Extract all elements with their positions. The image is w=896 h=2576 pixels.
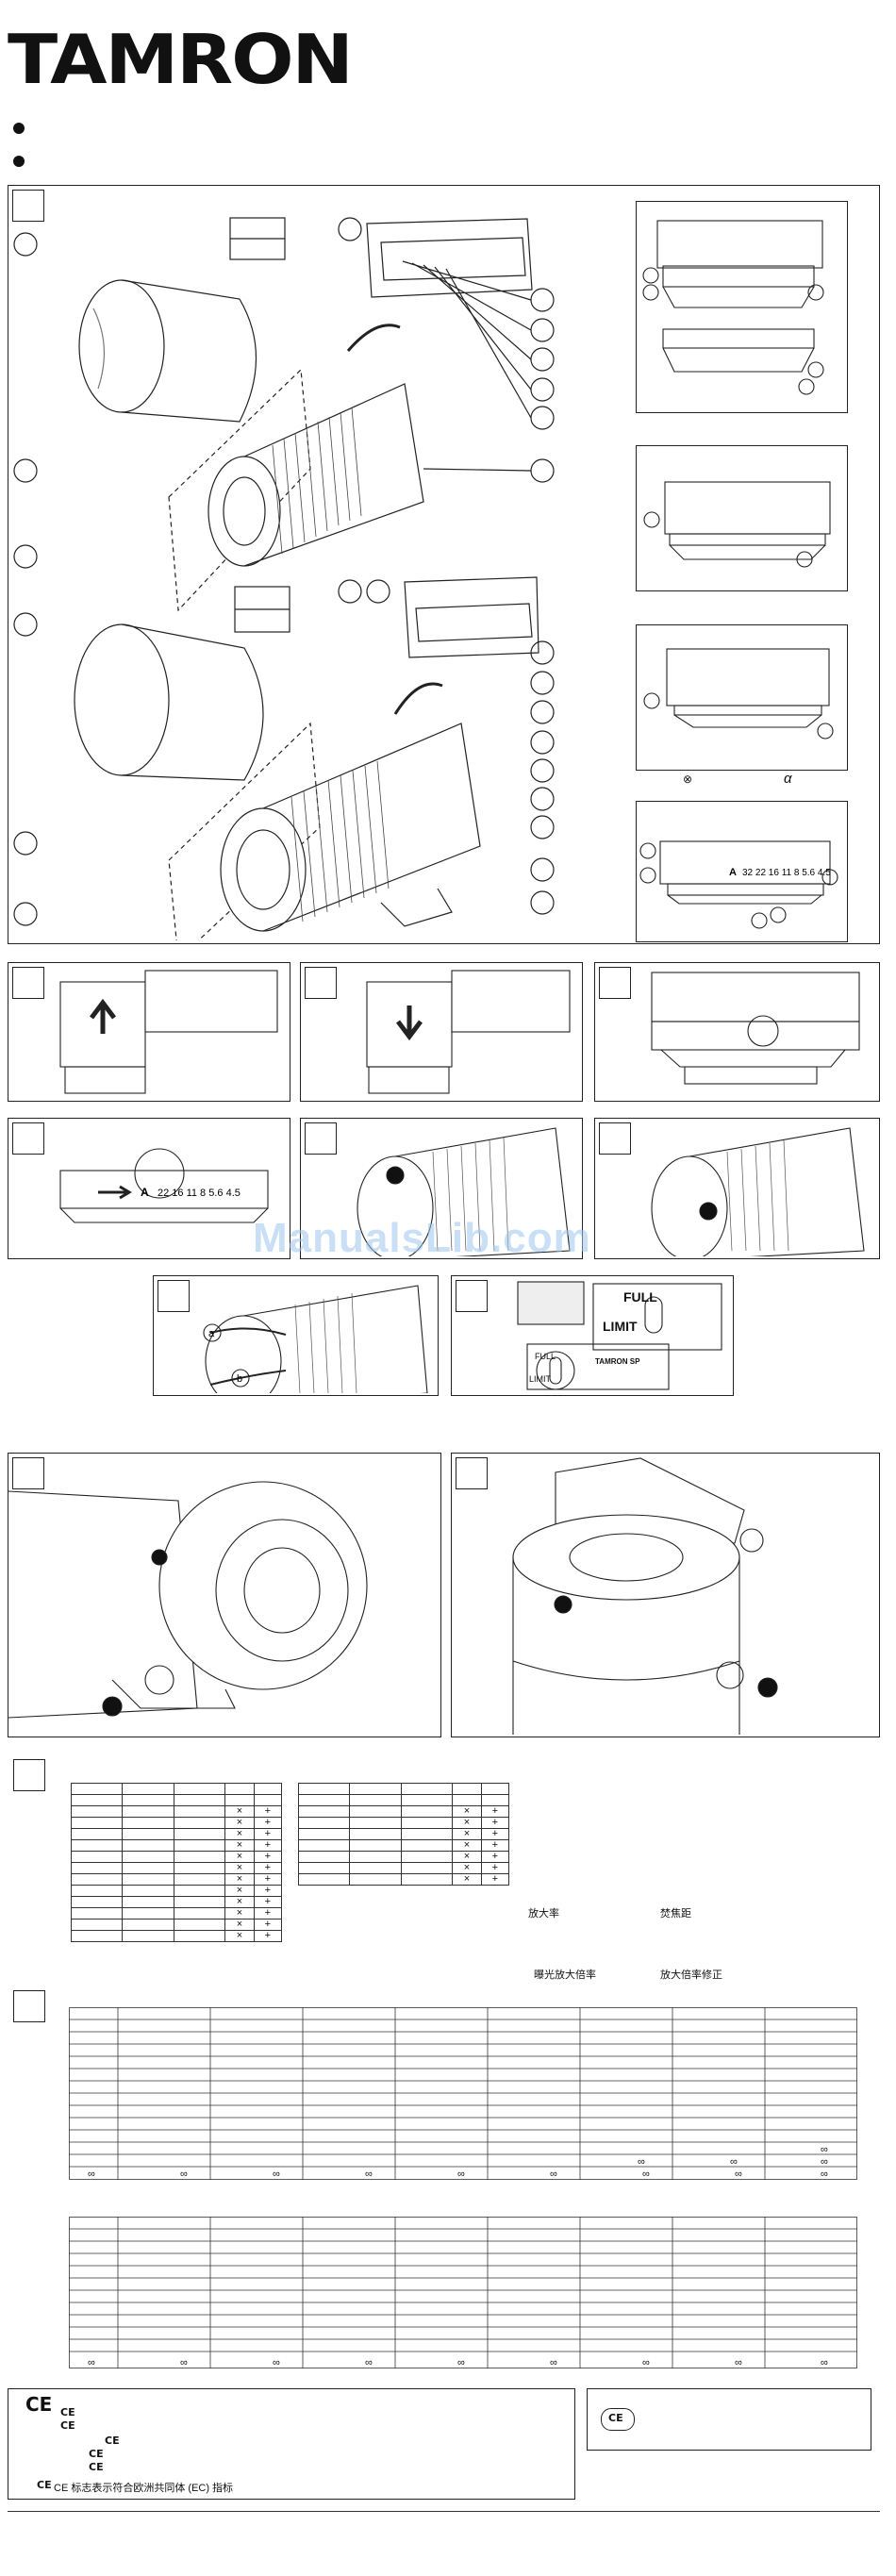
aperture-a-label: A bbox=[141, 1186, 149, 1199]
watermark: ManualsLib.com bbox=[253, 1215, 591, 1261]
figure-number-box bbox=[305, 967, 337, 999]
figure-8-panel: a b bbox=[153, 1275, 439, 1407]
inf-b1-9: ∞ bbox=[821, 2169, 828, 2180]
inf-b1-1: ∞ bbox=[88, 2169, 95, 2180]
symbol-right: α bbox=[784, 771, 792, 787]
inf-b1-2: ∞ bbox=[180, 2169, 188, 2180]
figure-5-panel: A 22 16 11 8 5.6 4.5 bbox=[8, 1118, 290, 1259]
inf-b1-8: ∞ bbox=[735, 2169, 742, 2180]
inf-b1-12: ∞ bbox=[821, 2156, 828, 2168]
ce-mark-large: CE bbox=[25, 2393, 53, 2416]
symbol-left: ⊗ bbox=[683, 773, 693, 786]
svg-text:32 22 16 11 8 5.6 4.5: 32 22 16 11 8 5.6 4.5 bbox=[742, 868, 831, 878]
figure-number-box bbox=[12, 1122, 44, 1155]
ce-compliance-box: CE CE CE CE CE CE CE CE 标志表示符合欧洲共同体 (EC)… bbox=[8, 2388, 575, 2500]
detail-illustration-1 bbox=[642, 220, 824, 395]
figure-3-panel bbox=[300, 962, 583, 1102]
focus-limiter-limit-small: LIMIT bbox=[529, 1374, 552, 1384]
figure-number-box bbox=[12, 190, 44, 222]
inf-b1-7: ∞ bbox=[642, 2169, 650, 2180]
detail-box-3 bbox=[636, 624, 848, 771]
inf-b2-9: ∞ bbox=[821, 2357, 828, 2368]
figure-number-box bbox=[456, 1280, 488, 1312]
brand-logo: TAMRON bbox=[8, 21, 354, 100]
figure-4-panel bbox=[594, 962, 880, 1102]
footer-rule bbox=[8, 2511, 880, 2512]
bullet-2 bbox=[13, 156, 25, 167]
figure-number-box bbox=[599, 967, 631, 999]
ce-caption: CE 标志表示符合欧洲共同体 (EC) 指标 bbox=[54, 2483, 234, 2494]
inf-b1-13: ∞ bbox=[821, 2144, 828, 2155]
ce-mark-3: CE bbox=[105, 2435, 120, 2447]
inf-b1-5: ∞ bbox=[457, 2169, 465, 2180]
figure-number-box bbox=[456, 1457, 488, 1489]
table-b-upper bbox=[69, 2007, 857, 2180]
section-b-number-box bbox=[13, 1990, 45, 2022]
figure-number-box bbox=[305, 1122, 337, 1155]
figure-1-panel: ⊗ α A 32 22 16 11 8 5.6 4.5 bbox=[8, 185, 880, 944]
label-exposure-correction: 放大倍率修正 bbox=[660, 1969, 722, 1981]
svg-text:A: A bbox=[729, 867, 737, 878]
inf-b1-11: ∞ bbox=[730, 2156, 738, 2168]
inf-b1-6: ∞ bbox=[550, 2169, 557, 2180]
table-a-right: ×+ ×+ ×+ ×+ ×+ ×+ ×+ bbox=[297, 1783, 510, 1886]
step-a: a bbox=[208, 1328, 215, 1339]
ce-symbol-box: CE bbox=[587, 2388, 871, 2451]
inf-b1-10: ∞ bbox=[638, 2156, 645, 2168]
figure-number-box bbox=[12, 967, 44, 999]
label-working-distance: 焚焦距 bbox=[660, 1908, 691, 1920]
inf-b2-8: ∞ bbox=[735, 2357, 742, 2368]
ce-circle-icon bbox=[601, 2408, 635, 2431]
table-b-lower bbox=[69, 2217, 857, 2368]
table-a-left: ×+ ×+ ×+ ×+ ×+ ×+ ×+ ×+ ×+ ×+ ×+ ×+ bbox=[70, 1783, 283, 1942]
lens-hood-diagram-top bbox=[13, 217, 555, 940]
figure-2-panel bbox=[8, 962, 290, 1102]
ce-mark-6: CE bbox=[37, 2479, 52, 2491]
focus-limiter-limit-label: LIMIT bbox=[603, 1319, 638, 1334]
ce-mark-2: CE bbox=[60, 2419, 75, 2432]
figure-10-panel bbox=[8, 1453, 441, 1737]
label-magnification: 放大率 bbox=[528, 1908, 559, 1920]
detail-box-4: A 32 22 16 11 8 5.6 4.5 bbox=[636, 801, 848, 942]
detail-box-2 bbox=[636, 445, 848, 591]
inf-b2-4: ∞ bbox=[365, 2357, 373, 2368]
bullet-1 bbox=[13, 123, 25, 134]
figure-9-panel: FULL LIMIT FULL LIMIT TAMRON SP bbox=[451, 1275, 734, 1396]
detail-box-1 bbox=[636, 201, 848, 413]
inf-b2-1: ∞ bbox=[88, 2357, 95, 2368]
inf-b2-6: ∞ bbox=[550, 2357, 557, 2368]
lens-brand-small: TAMRON SP bbox=[595, 1357, 640, 1366]
step-b: b bbox=[237, 1373, 242, 1385]
inf-b2-5: ∞ bbox=[457, 2357, 465, 2368]
figure-number-box bbox=[599, 1122, 631, 1155]
label-exposure-factor: 曝光放大倍率 bbox=[534, 1969, 596, 1981]
inf-b2-3: ∞ bbox=[273, 2357, 280, 2368]
figure-6-panel bbox=[300, 1118, 583, 1261]
section-a-number-box bbox=[13, 1759, 45, 1791]
svg-text:22 16 11 8 5.6 4.5: 22 16 11 8 5.6 4.5 bbox=[158, 1188, 241, 1199]
figure-number-box bbox=[158, 1280, 190, 1312]
figure-number-box bbox=[12, 1457, 44, 1489]
focus-limiter-full-small: FULL bbox=[535, 1352, 556, 1361]
ce-mark-4: CE bbox=[89, 2448, 104, 2460]
ce-mark-circled: CE bbox=[608, 2412, 623, 2424]
ce-mark-5: CE bbox=[89, 2461, 104, 2473]
inf-b1-3: ∞ bbox=[273, 2169, 280, 2180]
inf-b1-4: ∞ bbox=[365, 2169, 373, 2180]
figure-7-panel bbox=[594, 1118, 880, 1261]
ce-mark-1: CE bbox=[60, 2406, 75, 2418]
focus-limiter-full-label: FULL bbox=[623, 1289, 657, 1305]
inf-b2-7: ∞ bbox=[642, 2357, 650, 2368]
figure-11-panel bbox=[451, 1453, 880, 1737]
inf-b2-2: ∞ bbox=[180, 2357, 188, 2368]
